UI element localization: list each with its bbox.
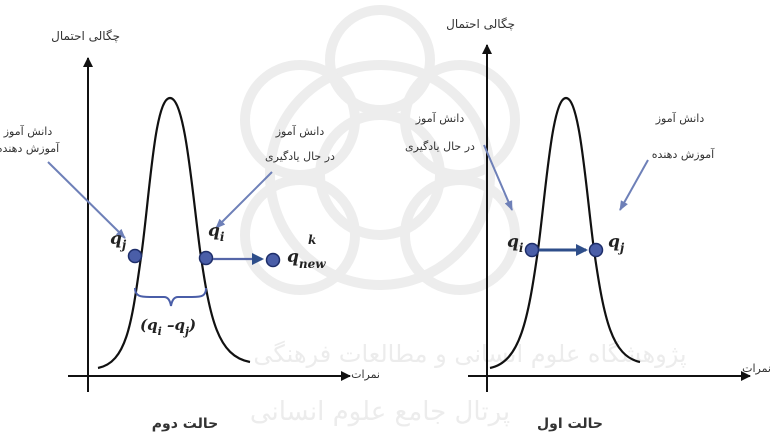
left-teacher-pointer <box>47 161 126 239</box>
watermark: پژوهشگاه علوم انسانی و مطالعات فرهنگی پر… <box>240 5 687 427</box>
right-caption: حالت اول <box>537 416 603 432</box>
left-difference-label: (qi –qj) <box>140 316 196 338</box>
right-diagram: چگالی احتمال نمرات حالت اول دانش آموز در… <box>405 17 771 432</box>
left-caption: حالت دوم <box>152 416 218 432</box>
right-teacher-pointer <box>619 159 649 211</box>
right-learner-label-line2: در حال یادگیری <box>405 140 475 153</box>
left-bell-curve <box>97 96 251 370</box>
left-teacher-label-line2: آموزش دهنده <box>0 141 60 155</box>
left-label-qj: qj <box>110 229 127 252</box>
left-y-axis-label: چگالی احتمال <box>51 29 120 43</box>
right-y-axis-label: چگالی احتمال <box>446 17 515 31</box>
right-learner-label-line1: دانش آموز <box>415 111 465 125</box>
left-difference-brace <box>134 287 207 307</box>
left-teacher-label-line1: دانش آموز <box>3 124 53 138</box>
left-diagram: چگالی احتمال نمرات حالت دوم دانش آموز آم… <box>0 29 380 432</box>
right-learner-pointer <box>483 144 513 211</box>
watermark-line1: پژوهشگاه علوم انسانی و مطالعات فرهنگی <box>253 340 686 368</box>
right-point-qi <box>524 242 540 258</box>
right-bell-curve <box>489 96 641 370</box>
left-point-qi <box>198 250 214 266</box>
left-label-qnew: qnewk <box>287 233 326 271</box>
left-label-qi: qi <box>208 221 225 244</box>
left-point-qj <box>127 248 143 264</box>
left-learner-label-line1: دانش آموز <box>275 124 325 138</box>
right-x-axis-label: نمرات <box>742 362 771 375</box>
watermark-line2: پرتال جامع علوم انسانی <box>250 397 510 427</box>
right-label-qj: qj <box>608 232 625 255</box>
right-label-qi: qi <box>507 232 524 255</box>
right-point-qj <box>588 242 604 258</box>
right-teacher-label-line1: دانش آموز <box>655 111 705 125</box>
left-learner-pointer <box>215 171 273 229</box>
watermark-emblem <box>240 5 520 295</box>
left-x-axis-label: نمرات <box>351 368 380 381</box>
left-point-qnew <box>265 252 281 268</box>
left-learner-label-line2: در حال یادگیری <box>265 150 335 163</box>
right-teacher-label-line2: آموزش دهنده <box>652 147 715 161</box>
